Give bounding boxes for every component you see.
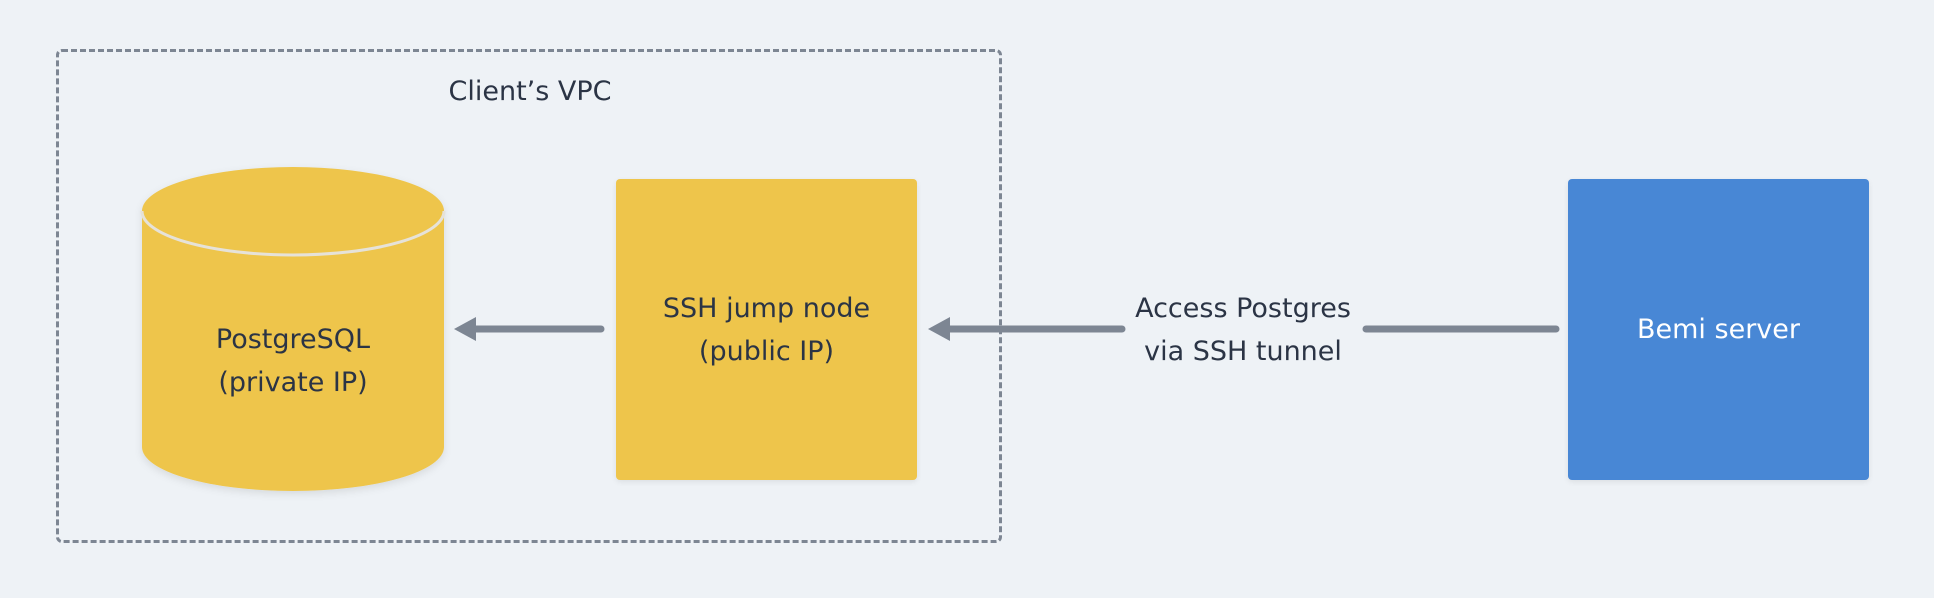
ssh-jump-node-name: SSH jump node (662, 292, 871, 324)
vpc-label: Client’s VPC (448, 76, 612, 107)
ssh-jump-node: SSH jump node (public IP) (616, 179, 917, 480)
postgres-ip-note: (private IP) (218, 367, 368, 398)
ssh-jump-node-ip-note: (public IP) (698, 335, 835, 367)
ssh-tunnel-label-line1: Access Postgres (1135, 293, 1351, 324)
bemi-server-label: Bemi server (1637, 314, 1800, 345)
bemi-server-node: Bemi server (1568, 179, 1869, 480)
ssh-tunnel-label-line2: via SSH tunnel (1144, 336, 1342, 367)
vpc-boundary (56, 49, 1002, 543)
ssh-tunnel-label: Access Postgres via SSH tunnel (1118, 287, 1368, 373)
arrow-tunnel-to-ssh (928, 317, 1126, 341)
postgres-label: PostgreSQL (private IP) (142, 318, 444, 404)
database-cylinder-shape (140, 167, 446, 491)
arrow-ssh-to-postgres (454, 317, 605, 341)
postgres-database-icon (140, 167, 446, 491)
postgres-name: PostgreSQL (215, 324, 371, 355)
